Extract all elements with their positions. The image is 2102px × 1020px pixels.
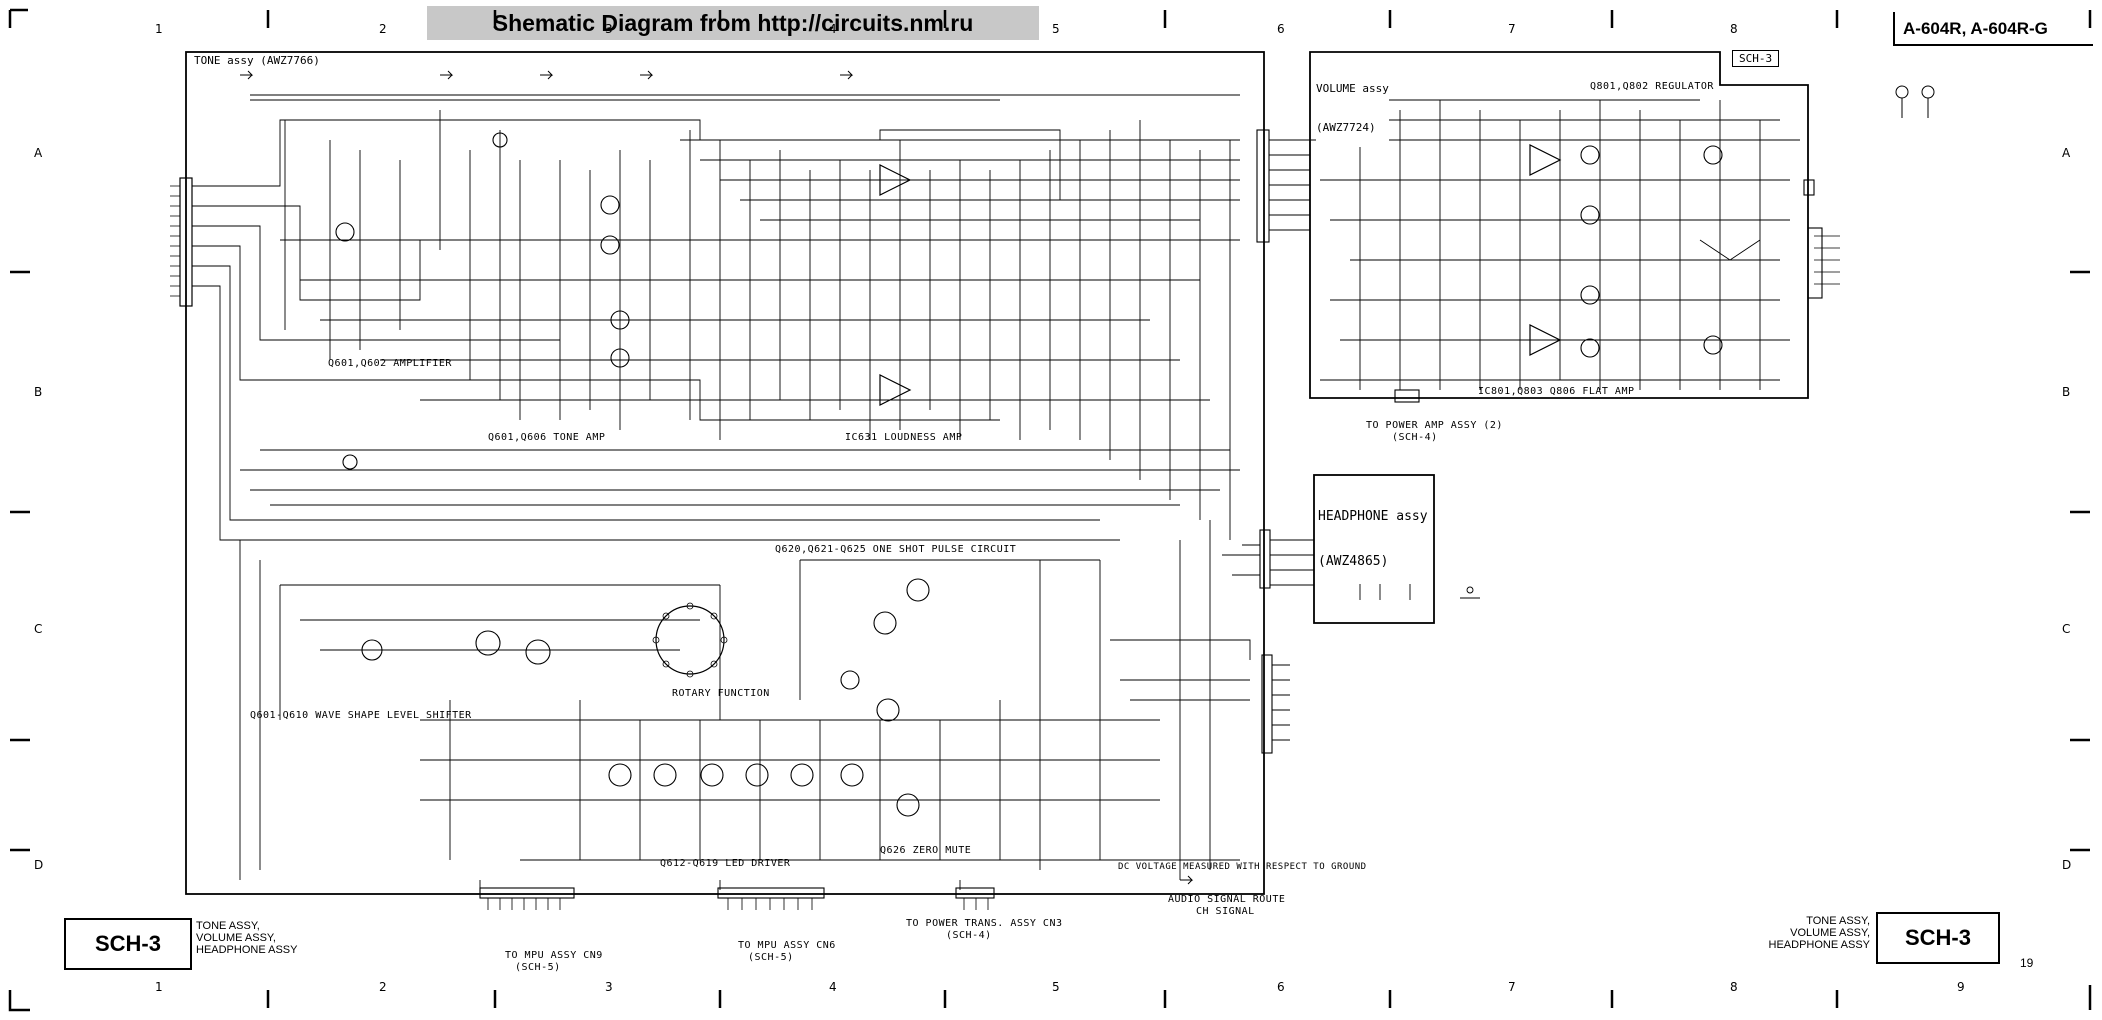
grid-col-3: 3 <box>605 22 613 36</box>
grid-col-6-bottom: 6 <box>1277 980 1285 994</box>
model-tab: A-604R, A-604R-G <box>1893 12 2093 46</box>
grid-col-2: 2 <box>379 22 387 36</box>
label-to-power-trans: TO POWER TRANS. ASSY CN3 <box>906 918 1063 929</box>
grid-row-a: A <box>34 146 43 160</box>
label-flat-amp: IC801,Q803 Q806 FLAT AMP <box>1478 386 1635 397</box>
label-note-voltage: DC VOLTAGE MEASURED WITH RESPECT TO GROU… <box>1118 862 1367 872</box>
grid-row-b: B <box>34 385 43 399</box>
grid-col-4-bottom: 4 <box>829 980 837 994</box>
label-to-power-amp: TO POWER AMP ASSY (2) <box>1366 420 1503 431</box>
headphone-assy-code: (AWZ4865) <box>1318 554 1389 569</box>
grid-col-3-bottom: 3 <box>605 980 613 994</box>
label-to-mpu-2-ref: (SCH-5) <box>748 952 794 963</box>
grid-col-5-bottom: 5 <box>1052 980 1060 994</box>
grid-row-c-right: C <box>2062 622 2071 636</box>
caption-right-line-2: VOLUME ASSY, <box>1790 927 1870 939</box>
page-banner: Shematic Diagram from http://circuits.nm… <box>427 6 1039 40</box>
grid-col-7: 7 <box>1508 22 1516 36</box>
sch-tag: SCH-3 <box>1732 50 1780 67</box>
label-led-driver: Q612-Q619 LED DRIVER <box>660 858 791 869</box>
label-to-power-trans-ref: (SCH-4) <box>946 930 992 941</box>
volume-assy-code: (AWZ7724) <box>1316 121 1376 134</box>
label-loudness-amp: IC631 LOUDNESS AMP <box>845 432 963 443</box>
grid-col-6: 6 <box>1277 22 1285 36</box>
headphone-assy-title: HEADPHONE assy <box>1318 509 1428 524</box>
grid-col-9-bottom: 9 <box>1957 980 1965 994</box>
grid-row-b-right: B <box>2062 385 2071 399</box>
label-zero-mute: Q626 ZERO MUTE <box>880 845 972 856</box>
page-number: 19 <box>2020 956 2034 970</box>
grid-col-2-bottom: 2 <box>379 980 387 994</box>
sheet-caption-left: TONE ASSY, VOLUME ASSY, HEADPHONE ASSY <box>196 920 297 956</box>
tone-assy-label: TONE assy (AWZ7766) <box>194 54 320 67</box>
sheet-caption-right: TONE ASSY, VOLUME ASSY, HEADPHONE ASSY <box>1766 915 1870 951</box>
sheet-id-left: SCH-3 <box>64 918 192 970</box>
label-tone-amp: Q601,Q606 TONE AMP <box>488 432 606 443</box>
label-regulator: Q801,Q802 REGULATOR <box>1590 81 1714 92</box>
volume-assy-title: VOLUME assy <box>1316 82 1389 95</box>
label-audio-signal: AUDIO SIGNAL ROUTE <box>1168 894 1286 905</box>
label-to-power-amp-ref: (SCH-4) <box>1392 432 1438 443</box>
grid-row-a-right: A <box>2062 146 2071 160</box>
label-to-mpu-ref: (SCH-5) <box>515 962 561 973</box>
label-to-mpu: TO MPU ASSY CN9 <box>505 950 603 961</box>
caption-line-2: VOLUME ASSY, <box>196 932 276 944</box>
label-rotary-function: ROTARY FUNCTION <box>672 688 770 699</box>
grid-row-d: D <box>34 858 44 872</box>
label-to-mpu-2: TO MPU ASSY CN6 <box>738 940 836 951</box>
label-level-shifter: Q601-Q610 WAVE SHAPE LEVEL SHIFTER <box>250 710 472 721</box>
grid-col-8-bottom: 8 <box>1730 980 1738 994</box>
sheet-id-right: SCH-3 <box>1876 912 2000 964</box>
grid-row-c: C <box>34 622 43 636</box>
caption-right-line-1: TONE ASSY, <box>1806 915 1870 927</box>
caption-line-1: TONE ASSY, <box>196 920 260 932</box>
grid-row-d-right: D <box>2062 858 2072 872</box>
caption-line-3: HEADPHONE ASSY <box>196 944 298 956</box>
headphone-assy-label: HEADPHONE assy (AWZ4865) <box>1318 479 1428 584</box>
grid-col-4: 4 <box>829 22 837 36</box>
grid-col-1-bottom: 1 <box>155 980 163 994</box>
grid-col-8: 8 <box>1730 22 1738 36</box>
grid-col-7-bottom: 7 <box>1508 980 1516 994</box>
grid-col-1: 1 <box>155 22 163 36</box>
volume-assy-label: VOLUME assy (AWZ7724) <box>1316 56 1389 147</box>
grid-col-5: 5 <box>1052 22 1060 36</box>
label-tone-amplifier: Q601,Q602 AMPLIFIER <box>328 358 452 369</box>
caption-right-line-3: HEADPHONE ASSY <box>1768 939 1870 951</box>
label-one-shot: Q620,Q621-Q625 ONE SHOT PULSE CIRCUIT <box>775 544 1017 555</box>
label-signal-ref: CH SIGNAL <box>1196 906 1255 917</box>
